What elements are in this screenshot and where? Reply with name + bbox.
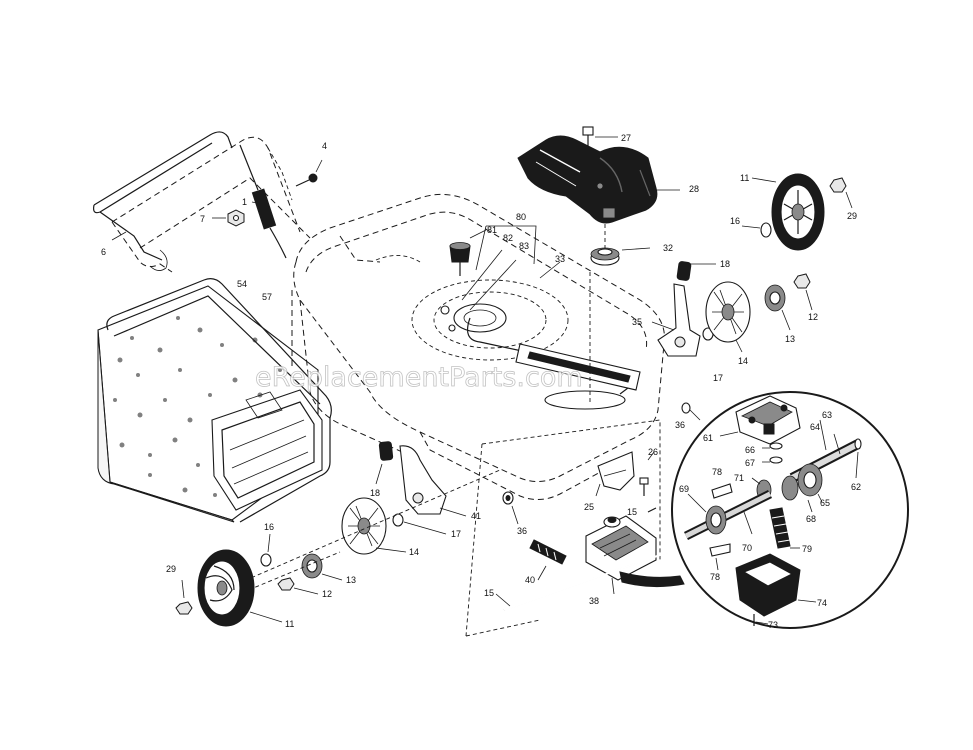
left-wheel-assembly — [175, 469, 501, 627]
label-25: 25 — [584, 502, 594, 512]
label-62: 62 — [851, 482, 861, 492]
part-labels: 27 28 11 29 16 32 18 12 13 14 35 17 4 1 … — [101, 133, 861, 630]
label-79: 79 — [802, 544, 812, 554]
label-65: 65 — [820, 498, 830, 508]
label-54: 54 — [237, 279, 247, 289]
label-74: 74 — [817, 598, 827, 608]
label-15-upper: 15 — [627, 507, 637, 517]
label-32: 32 — [663, 243, 673, 253]
label-16-right: 16 — [730, 216, 740, 226]
label-81: 81 — [487, 225, 497, 235]
label-13-left: 13 — [346, 575, 356, 585]
label-78-upper: 78 — [712, 467, 722, 477]
label-82: 82 — [503, 233, 513, 243]
label-71: 71 — [734, 473, 744, 483]
label-29-left: 29 — [166, 564, 176, 574]
label-17-left: 17 — [451, 529, 461, 539]
label-78-lower: 78 — [710, 572, 720, 582]
label-11-right: 11 — [740, 173, 749, 183]
label-83: 83 — [519, 241, 529, 251]
mower-deck — [291, 193, 665, 500]
grass-catcher — [97, 278, 332, 523]
label-36-lower: 36 — [517, 526, 527, 536]
label-35: 35 — [632, 317, 642, 327]
label-36-upper: 36 — [675, 420, 685, 430]
label-18-left: 18 — [370, 488, 380, 498]
watermark-text: eReplacementParts.com — [255, 362, 583, 393]
label-61: 61 — [703, 433, 713, 443]
label-29-right: 29 — [847, 211, 857, 221]
label-18-right: 18 — [720, 259, 730, 269]
label-64: 64 — [810, 422, 820, 432]
left-height-adjuster — [375, 441, 467, 535]
label-67: 67 — [745, 458, 755, 468]
label-28: 28 — [689, 184, 699, 194]
label-14-left: 14 — [409, 547, 419, 557]
right-wheel-assembly — [705, 173, 853, 353]
label-38: 38 — [589, 596, 599, 606]
transmission-assembly — [495, 515, 685, 611]
label-40: 40 — [525, 575, 535, 585]
label-17-right: 17 — [713, 373, 723, 383]
label-6: 6 — [101, 247, 106, 257]
handle-assembly — [93, 131, 323, 273]
blade-adapter-group — [449, 225, 561, 311]
label-33: 33 — [555, 254, 565, 264]
label-63: 63 — [822, 410, 832, 420]
label-80: 80 — [516, 212, 526, 222]
label-57: 57 — [262, 292, 272, 302]
label-1: 1 — [242, 197, 247, 207]
transmission-bracket — [465, 402, 701, 637]
label-11-left: 11 — [285, 619, 294, 629]
label-4: 4 — [322, 141, 327, 151]
label-26: 26 — [648, 447, 658, 457]
label-13-right: 13 — [785, 334, 795, 344]
label-12-left: 12 — [322, 589, 332, 599]
label-66: 66 — [745, 445, 755, 455]
label-27: 27 — [621, 133, 631, 143]
label-7: 7 — [200, 214, 205, 224]
label-70: 70 — [742, 543, 752, 553]
label-16-left: 16 — [264, 522, 274, 532]
engine-cover — [517, 126, 680, 266]
label-41: 41 — [471, 511, 481, 521]
label-69: 69 — [679, 484, 689, 494]
label-14-right: 14 — [738, 356, 748, 366]
label-15-lower: 15 — [484, 588, 494, 598]
label-73: 73 — [768, 620, 778, 630]
transmission-detail-view — [671, 391, 909, 629]
label-12-right: 12 — [808, 312, 818, 322]
label-68: 68 — [806, 514, 816, 524]
